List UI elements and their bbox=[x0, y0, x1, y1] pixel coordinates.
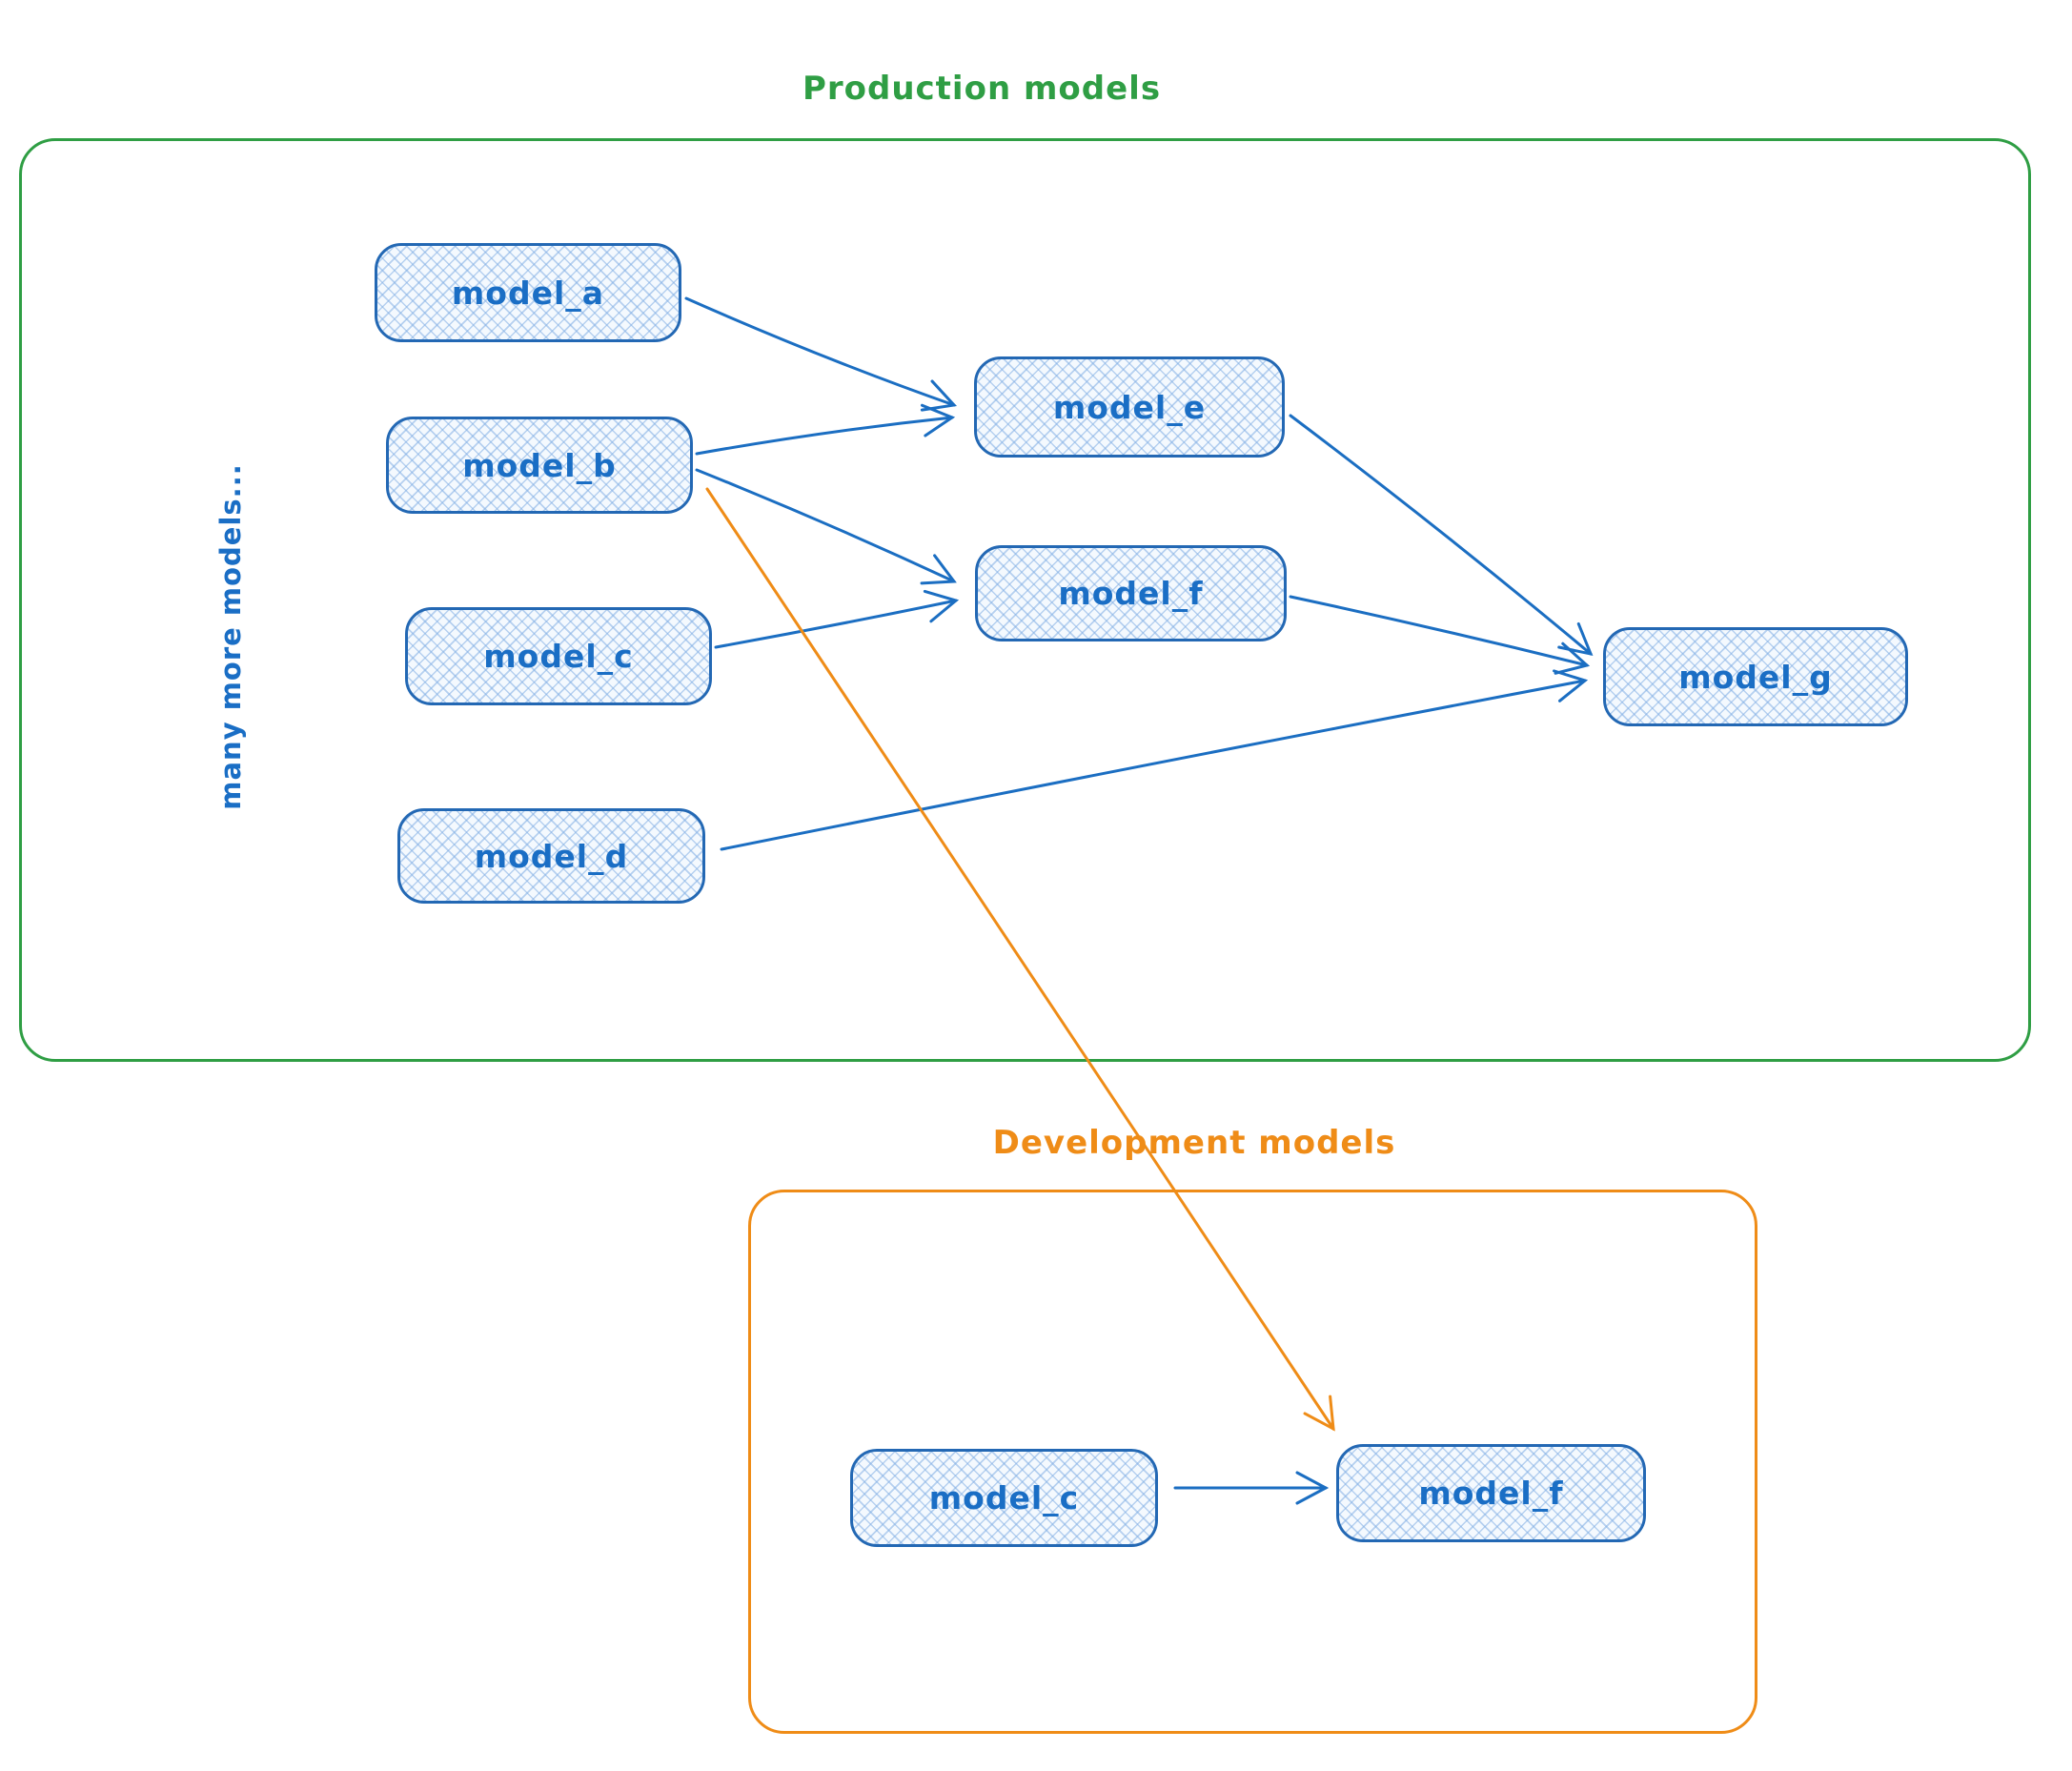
node-model_f-label: model_f bbox=[1058, 575, 1204, 612]
node-dev-model_f: model_f bbox=[1336, 1444, 1646, 1542]
node-model_e-label: model_e bbox=[1052, 388, 1207, 426]
development-group-title: Development models bbox=[992, 1124, 1396, 1162]
node-model_g-label: model_g bbox=[1678, 658, 1833, 696]
production-group-title: Production models bbox=[802, 70, 1162, 108]
node-model_d-label: model_d bbox=[474, 837, 629, 875]
node-model_c: model_c bbox=[405, 607, 712, 705]
node-model_d: model_d bbox=[397, 808, 705, 904]
node-model_a-label: model_a bbox=[451, 274, 605, 312]
node-model_g: model_g bbox=[1603, 627, 1908, 726]
many-more-models-note: many more models... bbox=[214, 463, 247, 810]
node-model_b: model_b bbox=[386, 417, 693, 514]
node-model_a: model_a bbox=[375, 243, 681, 342]
node-dev-model_c: model_c bbox=[850, 1449, 1158, 1547]
node-dev-model_f-label: model_f bbox=[1418, 1475, 1564, 1512]
node-dev-model_c-label: model_c bbox=[928, 1479, 1080, 1517]
node-model_b-label: model_b bbox=[462, 446, 617, 484]
node-model_e: model_e bbox=[974, 356, 1285, 458]
node-model_f: model_f bbox=[975, 545, 1287, 641]
node-model_c-label: model_c bbox=[483, 638, 634, 675]
